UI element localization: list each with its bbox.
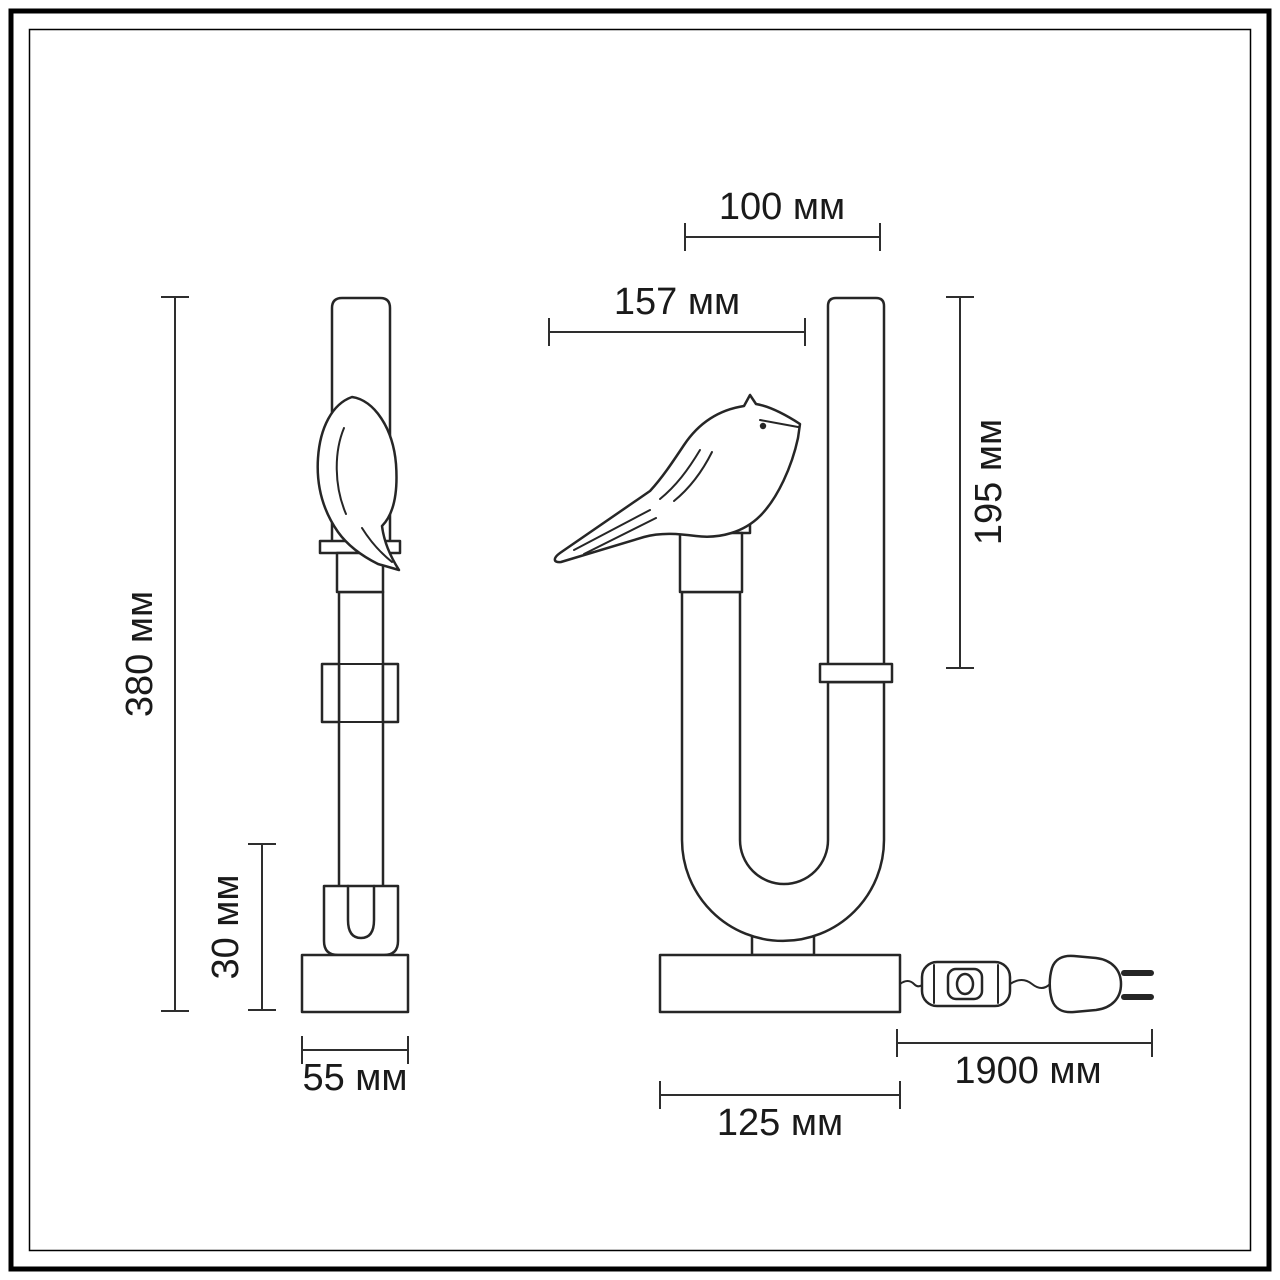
frame-inner-border [28, 28, 1252, 1252]
fork-bracket-side [322, 884, 400, 957]
bird-beak-line [759, 419, 799, 428]
dimension-cord-length: 1900 мм [896, 1029, 1153, 1092]
bird-body-front [553, 393, 802, 564]
base-side [300, 953, 410, 1014]
dim-total-height-label: 380 мм [119, 591, 161, 717]
joint-ring [818, 662, 894, 684]
switch-rocker [946, 967, 984, 1001]
plug-pin-bottom [1121, 994, 1154, 1000]
bird-tail-feather-1 [573, 509, 651, 551]
dimension-top-width: 100 мм [684, 186, 881, 251]
dimension-bird-length: 157 мм [548, 281, 806, 346]
glass-tube-front [826, 296, 886, 684]
dim-base-width-label: 125 мм [717, 1102, 843, 1144]
dimension-side-base-width: 55 мм [301, 1036, 409, 1099]
arm-tube-side [337, 590, 385, 890]
bird-tail-line-side [361, 527, 393, 563]
socket-front [678, 531, 744, 594]
bird-wing-front-2 [673, 451, 713, 502]
fork-bracket-slot [346, 884, 376, 940]
dimension-mount-height: 30 мм [205, 843, 276, 1011]
bird-body-side [316, 395, 401, 572]
bird-wing-front-1 [659, 449, 701, 500]
power-plug [1048, 954, 1123, 1014]
switch-rocker-detail [955, 972, 975, 996]
frame [8, 8, 1272, 1272]
dimension-total-height: 380 мм [119, 296, 189, 1012]
u-tube [680, 590, 886, 943]
bird-wing-side [335, 427, 347, 515]
cord-segment-2 [1009, 979, 1051, 989]
clamp-tab-right [381, 662, 400, 724]
dimension-base-width: 125 мм [659, 1081, 901, 1144]
base-front [658, 953, 902, 1014]
dim-bird-length-label: 157 мм [614, 281, 740, 323]
dim-shade-height-label: 195 мм [968, 419, 1010, 545]
cord-segment-1 [899, 980, 923, 988]
dim-side-base-width-label: 55 мм [302, 1057, 407, 1099]
bird-tail-feather-2 [583, 517, 657, 555]
plug-pin-top [1121, 970, 1154, 976]
bird-figure-front [553, 393, 802, 564]
bird-eye [759, 422, 767, 430]
front-view [553, 296, 1154, 1014]
frame-outer-border [8, 8, 1272, 1272]
power-cord [899, 954, 1154, 1014]
side-view [300, 296, 410, 1014]
dim-mount-height-label: 30 мм [205, 874, 247, 979]
bird-figure-side [316, 395, 401, 572]
dimension-shade-height: 195 мм [946, 296, 1010, 669]
clamp-tab-left [320, 662, 341, 724]
dim-top-width-label: 100 мм [719, 186, 845, 228]
dim-cord-length-label: 1900 мм [954, 1050, 1101, 1092]
